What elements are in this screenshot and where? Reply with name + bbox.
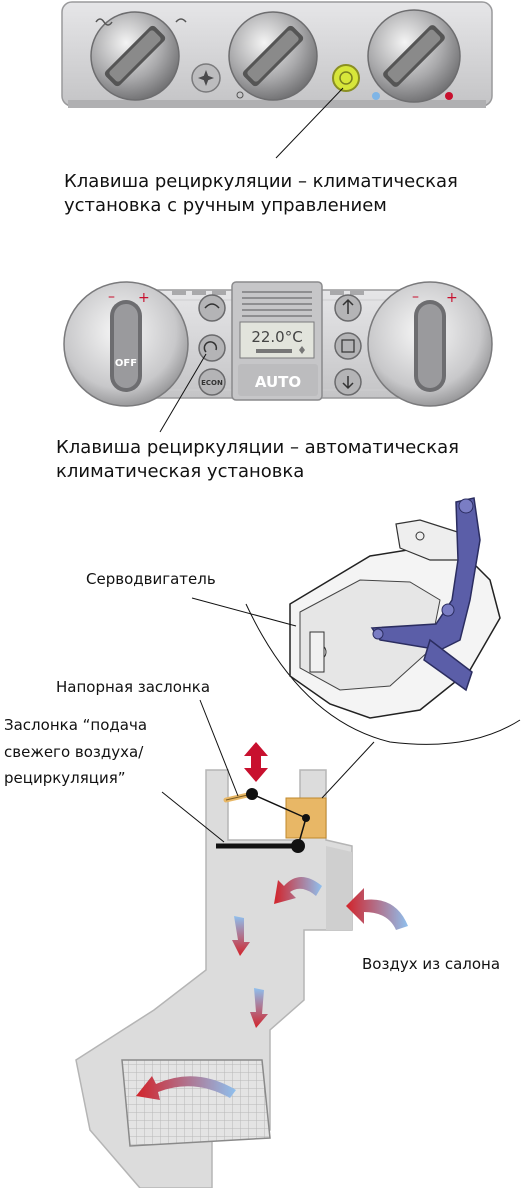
air-distribution-icon <box>175 18 187 23</box>
detail-arc <box>245 603 521 745</box>
label-auto-recirc-line2: климатическая установка <box>56 461 305 482</box>
cabin-air-arrow <box>346 888 408 930</box>
plus-sign: + <box>138 290 150 306</box>
fan-speed-button[interactable] <box>191 63 221 93</box>
leader-manual-recirc <box>275 87 344 159</box>
label-servo: Серводвигатель <box>86 570 216 588</box>
evaporator-arc-arrow <box>136 1076 236 1100</box>
evaporator-grid <box>121 1059 271 1147</box>
label-fresh-flap-line2: свежего воздуха/ <box>4 743 144 761</box>
fresh-air-recirc-flap <box>216 817 307 853</box>
label-manual-recirc-line2: установка с ручным управлением <box>64 195 387 216</box>
econ-label: ECON <box>201 379 223 387</box>
label-pressure-flap: Напорная заслонка <box>56 678 211 696</box>
temperature-knob-manual[interactable] <box>90 11 180 101</box>
footwell-vent-button[interactable] <box>334 368 362 396</box>
econ-button[interactable]: ECON <box>198 368 226 396</box>
leader-fresh-flap <box>161 791 225 843</box>
downflow-arrow-2 <box>250 988 268 1028</box>
label-fresh-flap-line1: Заслонка “подача <box>4 716 148 734</box>
label-auto-recirc-line1: Клавиша рециркуляции – автоматическая <box>56 437 459 458</box>
lcd-fan-bar-icon <box>256 346 305 354</box>
blower-knob-auto[interactable]: – + <box>367 281 493 407</box>
scale-dot-icon <box>236 91 244 99</box>
display-temperature: 22.0°C <box>251 328 302 346</box>
pressure-flap <box>223 788 307 819</box>
minus-sign: – <box>108 289 115 305</box>
mode-knob-manual[interactable] <box>367 9 461 103</box>
indicator-slots <box>172 290 364 295</box>
defrost-icon <box>95 18 113 26</box>
downflow-arrow-1 <box>232 916 250 956</box>
airflow-arrows <box>136 877 408 1100</box>
leader-auto-recirc <box>159 353 207 433</box>
servo-lever <box>370 497 481 692</box>
blower-knob-manual[interactable] <box>228 11 318 101</box>
air-duct <box>75 769 353 1188</box>
leader-pressure-flap <box>199 699 239 797</box>
auto-button[interactable]: AUTO <box>238 364 318 396</box>
display-unit: 22.0°C AUTO <box>231 281 323 401</box>
servo-motor-illustration <box>245 497 521 745</box>
label-cabin-air: Воздух из салона <box>362 955 501 973</box>
auto-button-label: AUTO <box>255 373 301 391</box>
rear-defrost-button[interactable] <box>334 332 362 360</box>
pressure-flap-arrow-icon <box>244 742 268 782</box>
leader-servo-box <box>321 741 375 799</box>
hot-indicator-dot <box>445 92 453 100</box>
manual-climate-panel <box>61 1 493 108</box>
recirculation-button-auto[interactable] <box>198 334 226 362</box>
minus-sign-right: – <box>412 289 419 305</box>
cold-indicator-dot <box>372 92 380 100</box>
label-fresh-flap-line3: рециркуляция” <box>4 769 126 787</box>
plus-sign-right: + <box>446 290 458 306</box>
defrost-button-auto[interactable] <box>198 294 226 322</box>
recirc-arrow-top <box>274 877 322 904</box>
leader-servo <box>191 597 297 627</box>
label-manual-recirc-line1: Клавиша рециркуляции – климатическая <box>64 171 458 192</box>
auto-climate-panel: OFF – + – + ECON <box>63 281 493 407</box>
recirculation-button-manual[interactable] <box>332 64 360 92</box>
upper-vent-button[interactable] <box>334 294 362 322</box>
off-label: OFF <box>115 358 137 369</box>
temperature-knob-auto[interactable]: OFF – + <box>63 281 189 407</box>
vent-slats <box>242 291 312 317</box>
